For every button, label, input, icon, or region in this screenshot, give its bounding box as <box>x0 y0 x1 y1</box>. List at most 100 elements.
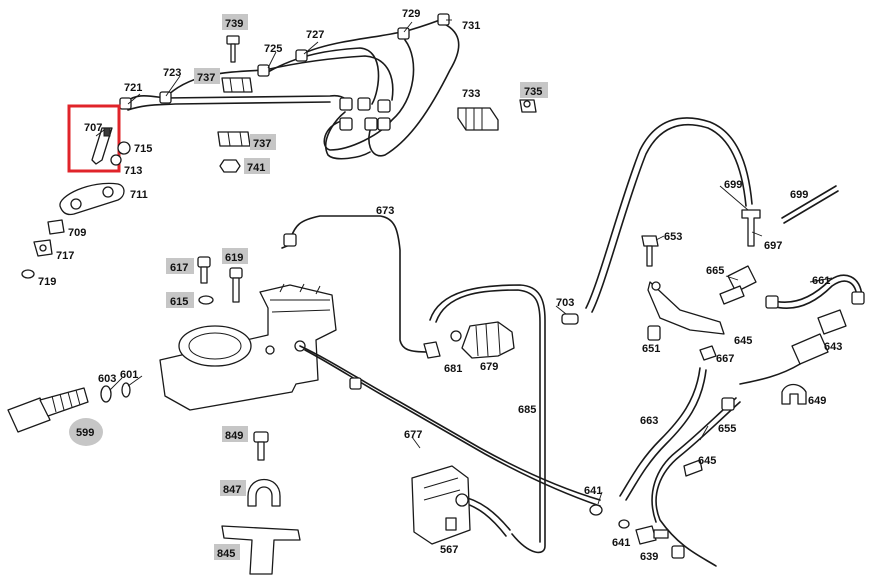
washer-715 <box>117 141 131 155</box>
label-731: 731 <box>462 20 480 32</box>
clamp-lower <box>217 131 251 147</box>
label-715: 715 <box>134 143 152 155</box>
label-721: 721 <box>124 82 142 94</box>
nut-741 <box>219 159 241 173</box>
seal-713 <box>110 154 122 166</box>
label-651: 651 <box>642 343 660 355</box>
nut-677-a <box>349 377 362 390</box>
label-737-lower: 737 <box>253 138 271 150</box>
nut-637 <box>671 545 685 559</box>
label-619: 619 <box>225 252 243 264</box>
valve-665 <box>719 265 757 305</box>
label-723: 723 <box>163 67 181 79</box>
ring-603 <box>100 385 112 403</box>
injection-pump-body <box>159 283 337 411</box>
label-733: 733 <box>462 88 480 100</box>
label-641-upper: 641 <box>584 485 602 497</box>
nozzle-709 <box>47 219 65 235</box>
fitting-717 <box>33 239 53 257</box>
label-615: 615 <box>170 296 188 308</box>
holder-711 <box>59 182 125 216</box>
label-645-bracket: 645 <box>734 335 752 347</box>
label-653: 653 <box>664 231 682 243</box>
clip-735 <box>519 99 537 113</box>
label-599-bg <box>69 418 103 446</box>
label-847: 847 <box>223 484 241 496</box>
label-645-lower: 645 <box>698 455 716 467</box>
label-741: 741 <box>247 162 265 174</box>
label-655: 655 <box>718 423 736 435</box>
label-663: 663 <box>640 415 658 427</box>
nut-667 <box>699 345 717 361</box>
nut-661-b <box>851 291 865 305</box>
label-729: 729 <box>402 8 420 20</box>
label-603: 603 <box>98 373 116 385</box>
label-641-lower: 641 <box>612 537 630 549</box>
fuel-line-661 <box>769 274 863 309</box>
label-649: 649 <box>808 395 826 407</box>
nut-673-end <box>283 233 297 247</box>
bolt-617 <box>197 256 211 284</box>
label-665: 665 <box>706 265 724 277</box>
label-679: 679 <box>480 361 498 373</box>
label-709: 709 <box>68 227 86 239</box>
label-661: 661 <box>812 275 830 287</box>
injection-lines-assembly <box>119 13 460 160</box>
clip-649 <box>781 383 807 405</box>
fitting-643 <box>739 309 847 385</box>
label-737-upper: 737 <box>197 72 215 84</box>
clamp-847 <box>247 479 281 507</box>
clamp-upper <box>221 77 253 93</box>
label-739: 739 <box>225 18 243 30</box>
part-labels: 739 729 731 725 727 723 737 721 733 735 … <box>38 8 842 563</box>
label-599: 599 <box>76 427 94 439</box>
label-849: 849 <box>225 430 243 442</box>
fuel-line-663 <box>619 367 707 501</box>
label-697: 697 <box>764 240 782 252</box>
label-845: 845 <box>217 548 235 560</box>
label-699-left: 699 <box>724 179 742 191</box>
spacer-651 <box>647 325 661 341</box>
label-735: 735 <box>524 86 542 98</box>
label-639: 639 <box>640 551 658 563</box>
label-685: 685 <box>518 404 536 416</box>
bolt-653 <box>641 235 659 267</box>
delivery-valve-599 <box>7 387 89 433</box>
label-725: 725 <box>264 43 282 55</box>
bolt-619 <box>229 267 243 303</box>
label-699-right: 699 <box>790 189 808 201</box>
fuel-filter-679 <box>450 321 515 359</box>
washer-641-b <box>618 519 630 529</box>
nut-661-a <box>765 295 779 309</box>
clip-645-lower <box>683 459 703 477</box>
nut-655 <box>721 397 735 411</box>
label-713: 713 <box>124 165 142 177</box>
hose-699-left <box>585 117 753 313</box>
pump-567 <box>411 465 471 545</box>
fuel-line-655 <box>651 397 741 567</box>
washer-615 <box>198 295 214 305</box>
clip-733 <box>457 107 499 131</box>
washer-641-a <box>589 504 603 516</box>
label-601: 601 <box>120 369 138 381</box>
tee-697 <box>741 209 761 247</box>
nut-681 <box>423 341 441 359</box>
label-719: 719 <box>38 276 56 288</box>
label-643: 643 <box>824 341 842 353</box>
ring-601 <box>121 382 131 398</box>
label-667: 667 <box>716 353 734 365</box>
label-677: 677 <box>404 429 422 441</box>
bracket-645 <box>647 281 725 335</box>
fuel-line-685 <box>429 284 546 554</box>
fuel-line-677 <box>299 345 601 507</box>
bracket-845 <box>221 525 301 575</box>
hose-699-right <box>781 185 839 224</box>
label-567: 567 <box>440 544 458 556</box>
banjo-bolt-639 <box>635 525 669 545</box>
injector-707 <box>91 127 113 165</box>
label-711: 711 <box>130 189 148 201</box>
label-707: 707 <box>84 122 102 134</box>
ring-719 <box>21 269 35 279</box>
leader-lines <box>95 19 833 505</box>
